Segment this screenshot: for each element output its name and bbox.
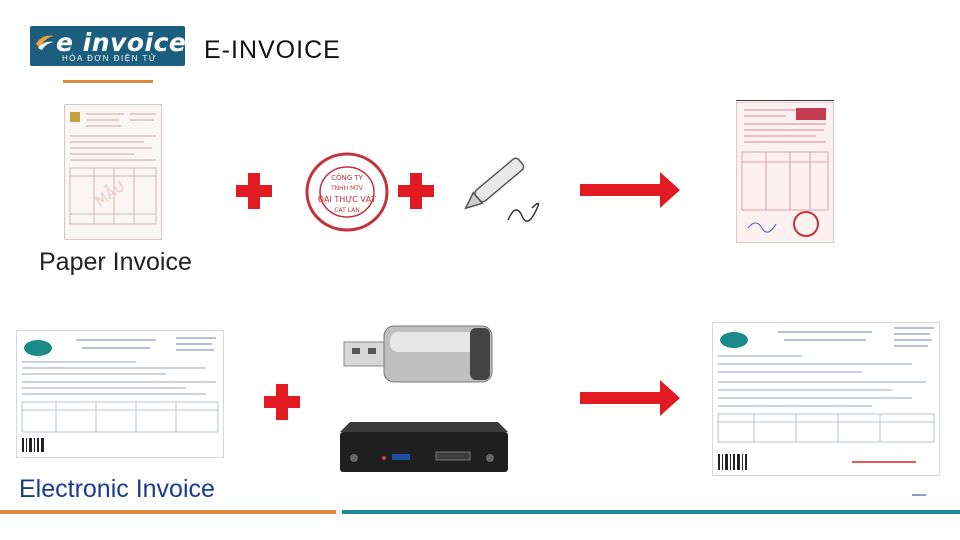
hsm-device-icon [340, 422, 508, 472]
arrow-right-icon [580, 172, 680, 208]
page-title: E-INVOICE [204, 36, 341, 64]
arrow-right-icon [580, 380, 680, 416]
svg-text:CAT LAN: CAT LAN [334, 207, 359, 214]
svg-text:TNHH MTV: TNHH MTV [330, 185, 364, 192]
plus-icon [264, 384, 300, 420]
logo-main-text: e invoice [56, 28, 187, 57]
decorative-dash [912, 494, 926, 496]
seal-stamp-icon: CÔNG TY TNHH MTV ĐẠI THỰC VẬT CAT LAN [305, 152, 389, 232]
electronic-invoice-image [16, 330, 224, 458]
signed-electronic-invoice-image [712, 322, 940, 476]
signed-paper-invoice-image [736, 100, 834, 243]
plus-icon [236, 173, 272, 209]
bottom-rule [0, 510, 960, 514]
einvoice-logo [30, 26, 185, 66]
electronic-invoice-label: Electronic Invoice [19, 475, 215, 503]
plus-icon [398, 173, 434, 209]
title-underline [63, 80, 153, 83]
pen-icon [464, 157, 540, 222]
logo-sub-text: HÓA ĐƠN ĐIỆN TỬ [62, 54, 158, 63]
svg-text:CÔNG TY: CÔNG TY [331, 173, 364, 182]
paper-invoice-image: MẪU [64, 104, 162, 240]
paper-invoice-label: Paper Invoice [39, 248, 192, 276]
usb-token-icon [343, 325, 493, 383]
logo-swoosh-icon [36, 35, 54, 50]
svg-text:ĐẠI THỰC VẬT: ĐẠI THỰC VẬT [318, 193, 376, 205]
